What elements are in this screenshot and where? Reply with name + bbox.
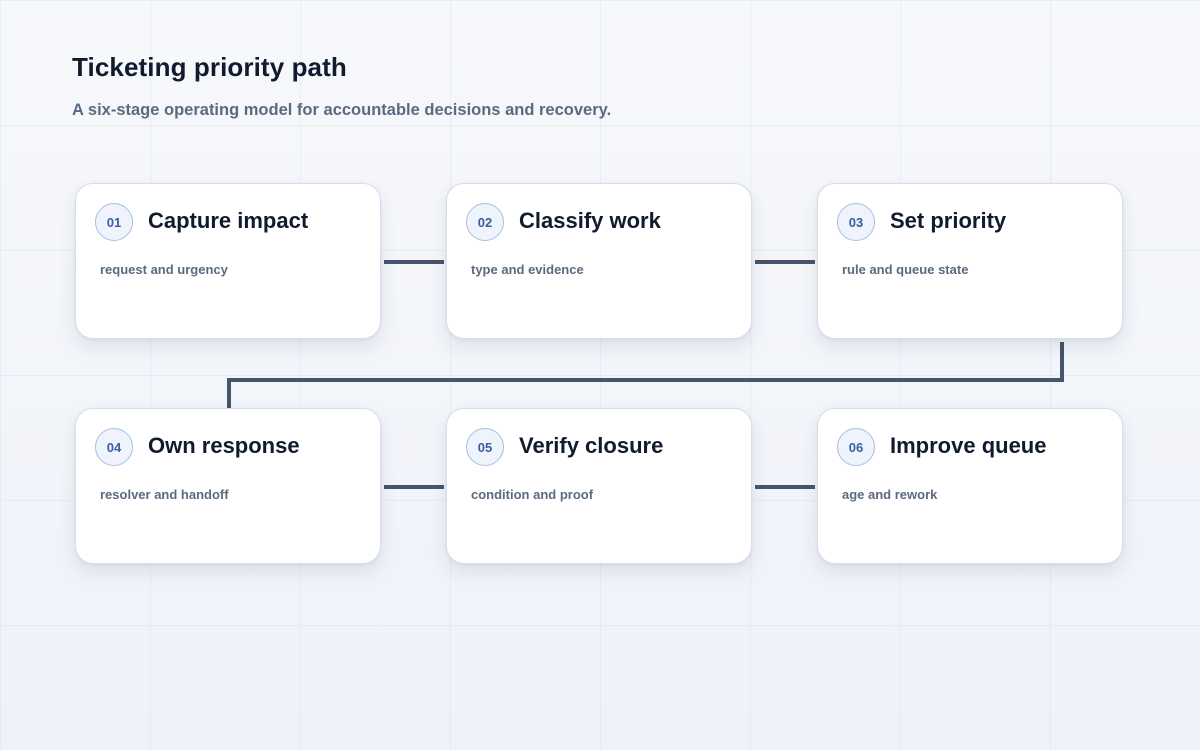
stage-number-badge: 04 [95, 428, 133, 466]
stage-title: Set priority [890, 208, 1007, 233]
stage-title: Classify work [519, 208, 661, 233]
stage-number-badge: 05 [466, 428, 504, 466]
stage-description: condition and proof [471, 487, 594, 502]
stage-number-badge: 02 [466, 203, 504, 241]
stage-number-badge: 01 [95, 203, 133, 241]
stage-description: resolver and handoff [100, 487, 229, 502]
stage-title: Capture impact [148, 208, 309, 233]
stage-title: Improve queue [890, 433, 1047, 458]
stage-description: rule and queue state [842, 262, 969, 277]
diagram-header: Ticketing priority path A six-stage oper… [72, 52, 611, 120]
stage-description: age and rework [842, 487, 938, 502]
stage-card-06: 06 Improve queue age and rework [817, 408, 1123, 564]
page-subtitle: A six-stage operating model for accounta… [72, 101, 612, 119]
stage-card-03: 03 Set priority rule and queue state [817, 183, 1123, 339]
stage-description: type and evidence [471, 262, 584, 277]
page-title: Ticketing priority path [72, 52, 347, 82]
stage-card-04: 04 Own response resolver and handoff [75, 408, 381, 564]
connector-03-04 [227, 342, 1064, 408]
stage-title: Verify closure [519, 433, 664, 458]
stage-description: request and urgency [100, 262, 228, 277]
stage-number-badge: 03 [837, 203, 875, 241]
stage-title: Own response [148, 433, 300, 458]
stage-card-02: 02 Classify work type and evidence [446, 183, 752, 339]
stage-number-badge: 06 [837, 428, 875, 466]
stage-card-05: 05 Verify closure condition and proof [446, 408, 752, 564]
stage-card-01: 01 Capture impact request and urgency [75, 183, 381, 339]
